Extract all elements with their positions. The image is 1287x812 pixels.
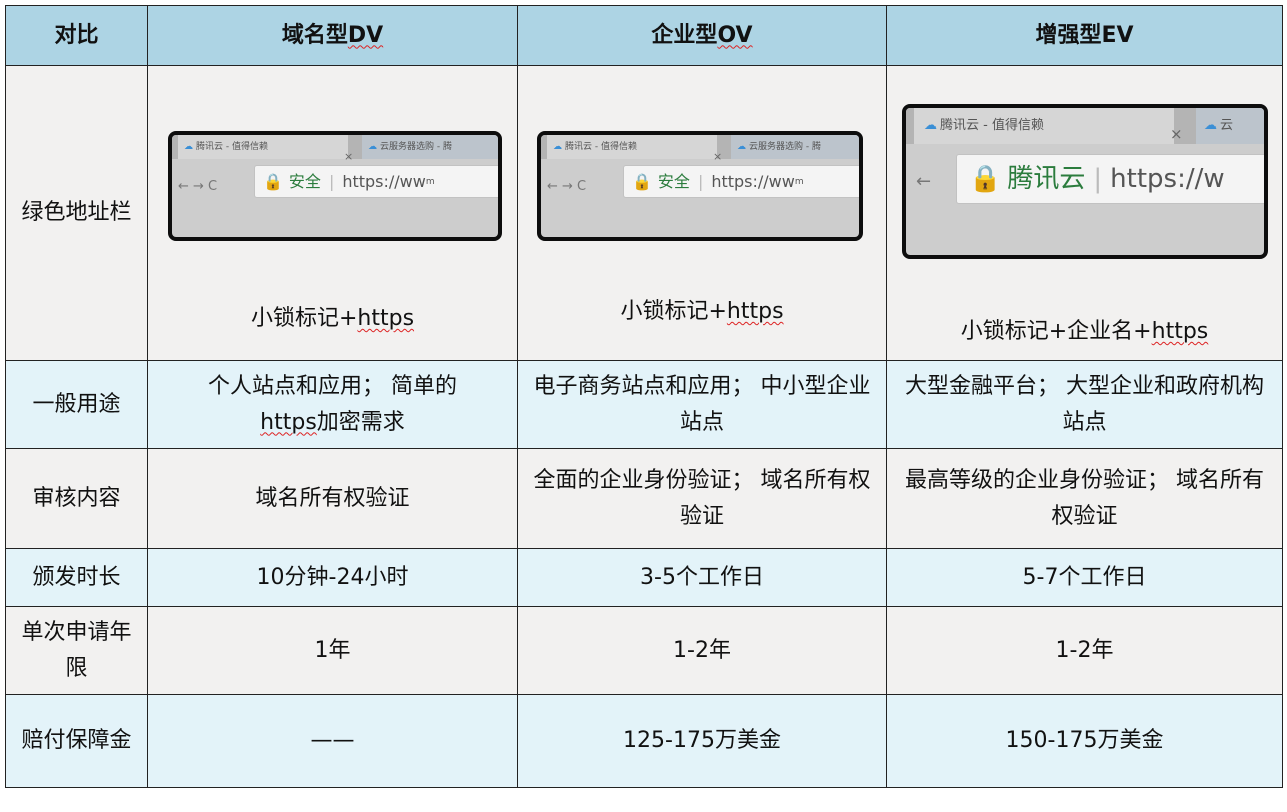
- header-ov: 企业型OV: [517, 5, 887, 66]
- label-usage: 一般用途: [5, 360, 148, 449]
- header-compare: 对比: [5, 5, 148, 66]
- header-row: 对比 域名型DV 企业型OV 增强型EV: [5, 5, 1283, 66]
- label-duration: 颁发时长: [5, 548, 148, 607]
- header-dv: 域名型DV: [147, 5, 518, 66]
- cloud-icon: ☁: [737, 142, 746, 152]
- label-warranty: 赔付保障金: [5, 694, 148, 788]
- ev-address-caption: 小锁标记+企业名+https: [960, 319, 1209, 344]
- cell-ev-address-bar: ☁腾讯云 - 值得信赖 × ☁云 ← 🔒 腾讯云 | https://w 小锁标…: [886, 65, 1283, 361]
- dv-browser-screenshot: ☁腾讯云 - 值得信赖 × ☁云服务器选购 - 腾 ← → C 🔒 安全 | h…: [168, 131, 502, 241]
- lock-icon: 🔒: [969, 164, 1002, 194]
- row-address-bar: 绿色地址栏 ☁腾讯云 - 值得信赖 × ☁云服务器选购 - 腾 ← → C 🔒 …: [5, 65, 1283, 361]
- row-warranty: 赔付保障金 —— 125-175万美金 150-175万美金: [5, 694, 1283, 788]
- ov-address-caption: 小锁标记+https: [620, 299, 784, 324]
- row-term: 单次申请年限 1年 1-2年 1-2年: [5, 606, 1283, 695]
- cell-ev-usage: 大型金融平台； 大型企业和政府机构站点: [886, 360, 1283, 449]
- cell-dv-duration: 10分钟-24小时: [147, 548, 518, 607]
- header-ev: 增强型EV: [886, 5, 1283, 66]
- cell-ev-term: 1-2年: [886, 606, 1283, 695]
- cell-dv-address-bar: ☁腾讯云 - 值得信赖 × ☁云服务器选购 - 腾 ← → C 🔒 安全 | h…: [147, 65, 518, 361]
- address-bar: 🔒 腾讯云 | https://w: [956, 154, 1264, 204]
- cloud-icon: ☁: [1204, 118, 1217, 133]
- cell-dv-term: 1年: [147, 606, 518, 695]
- row-audit: 审核内容 域名所有权验证 全面的企业身份验证； 域名所有权验证 最高等级的企业身…: [5, 448, 1283, 549]
- cell-ov-duration: 3-5个工作日: [517, 548, 887, 607]
- row-duration: 颁发时长 10分钟-24小时 3-5个工作日 5-7个工作日: [5, 548, 1283, 607]
- tab-close-icon: ×: [713, 150, 723, 163]
- cell-ov-audit: 全面的企业身份验证； 域名所有权验证: [517, 448, 887, 549]
- label-audit: 审核内容: [5, 448, 148, 549]
- tab-close-icon: ×: [1170, 125, 1183, 143]
- ev-browser-screenshot: ☁腾讯云 - 值得信赖 × ☁云 ← 🔒 腾讯云 | https://w: [902, 104, 1268, 259]
- lock-icon: 🔒: [632, 171, 652, 191]
- nav-buttons-icon: ← → C: [178, 179, 218, 194]
- label-address-bar: 绿色地址栏: [5, 65, 148, 361]
- cell-dv-warranty: ——: [147, 694, 518, 788]
- cell-dv-usage: 个人站点和应用； 简单的 https加密需求: [147, 360, 518, 449]
- header-dv-suffix: DV: [347, 22, 384, 48]
- cell-ov-address-bar: ☁腾讯云 - 值得信赖 × ☁云服务器选购 - 腾 ← → C 🔒 安全 | h…: [517, 65, 887, 361]
- cloud-icon: ☁: [553, 142, 562, 152]
- row-usage: 一般用途 个人站点和应用； 简单的 https加密需求 电子商务站点和应用； 中…: [5, 360, 1283, 449]
- comparison-table: 对比 域名型DV 企业型OV 增强型EV 绿色地址栏 ☁腾讯云 - 值得信赖 ×…: [5, 5, 1283, 788]
- cell-ov-warranty: 125-175万美金: [517, 694, 887, 788]
- cell-ev-duration: 5-7个工作日: [886, 548, 1283, 607]
- nav-back-icon: ←: [916, 171, 932, 192]
- cell-ov-term: 1-2年: [517, 606, 887, 695]
- ov-browser-screenshot: ☁腾讯云 - 值得信赖 × ☁云服务器选购 - 腾 ← → C 🔒 安全 | h…: [537, 131, 863, 241]
- cell-ov-usage: 电子商务站点和应用； 中小型企业站点: [517, 360, 887, 449]
- dv-address-caption: 小锁标记+https: [250, 306, 415, 331]
- tab-close-icon: ×: [344, 150, 354, 163]
- cell-ev-warranty: 150-175万美金: [886, 694, 1283, 788]
- cloud-icon: ☁: [924, 118, 937, 133]
- nav-buttons-icon: ← → C: [547, 179, 587, 194]
- lock-icon: 🔒: [263, 171, 283, 191]
- cell-dv-audit: 域名所有权验证: [147, 448, 518, 549]
- header-ov-suffix: OV: [717, 22, 753, 48]
- cell-ev-audit: 最高等级的企业身份验证； 域名所有权验证: [886, 448, 1283, 549]
- cloud-icon: ☁: [184, 142, 193, 152]
- cloud-icon: ☁: [368, 142, 377, 152]
- label-term: 单次申请年限: [5, 606, 148, 695]
